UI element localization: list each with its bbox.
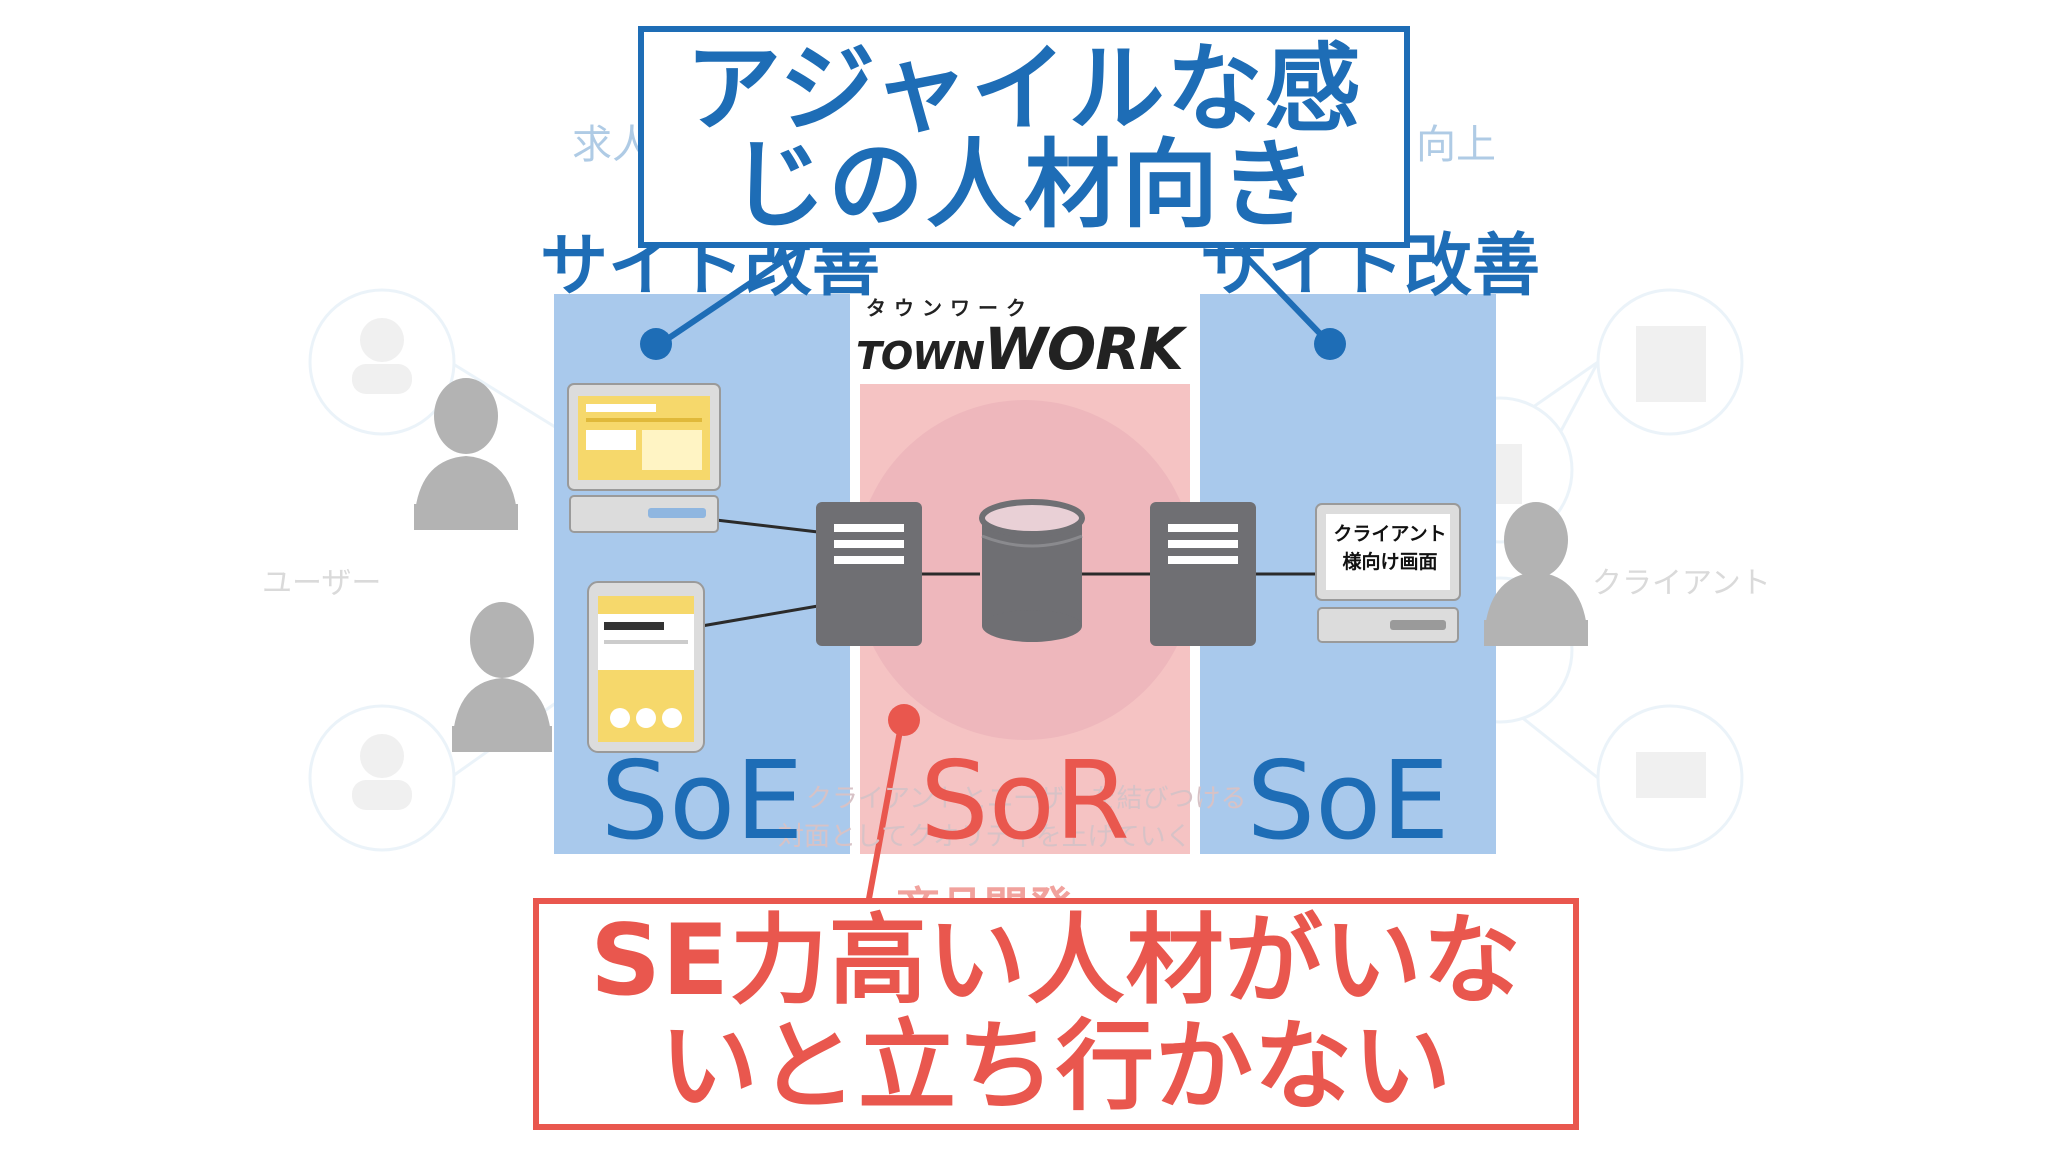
client-screen-line2: 様向け画面	[1342, 551, 1438, 573]
user-desktop-pc	[567, 383, 721, 533]
soe-right-label: SoE	[1246, 739, 1450, 864]
faded-client-label: クライアント	[1592, 566, 1771, 601]
server-right	[1150, 502, 1256, 646]
client-desktop-pc	[1315, 503, 1461, 643]
person-user-top	[414, 378, 518, 530]
bottom-caption-line2: いと立ち行かない	[659, 1010, 1452, 1124]
server-left	[816, 502, 922, 646]
top-caption-box: アジャイルな感 じの人材向き	[638, 26, 1410, 248]
header-right-fragment: 向上	[1416, 122, 1496, 168]
client-screen-line1: クライアント	[1333, 523, 1447, 545]
bottom-caption-line1: SE力高い人材がいな	[590, 904, 1522, 1018]
client-screen-label: クライアント 様向け画面	[1320, 520, 1460, 576]
soe-left-label: SoE	[600, 739, 804, 864]
logo-town: TOWN	[856, 334, 985, 378]
person-client	[1484, 502, 1588, 646]
caption-pointers	[640, 233, 1346, 905]
logo-work: WORK	[983, 315, 1184, 383]
faded-center-desc-2: 対面としてクオリティを上げていく	[778, 822, 1192, 852]
townwork-logo: タウンワーク TOWNWORK	[856, 292, 1196, 378]
user-smartphone	[587, 581, 705, 753]
faded-user-label: ユーザー	[262, 566, 382, 601]
database-cylinder	[979, 499, 1085, 642]
person-icons	[414, 378, 1588, 752]
faded-center-desc-1: クライアントとユーザーを結びつける	[806, 784, 1247, 814]
sor-label: SoR	[920, 739, 1130, 864]
top-caption-line1: アジャイルな感	[685, 33, 1363, 145]
connection-lines	[689, 518, 1316, 630]
logo-wordmark: TOWNWORK	[856, 320, 1196, 384]
person-user-bottom	[452, 602, 552, 752]
top-caption-line2: じの人材向き	[730, 129, 1318, 241]
logo-kana: タウンワーク	[866, 296, 1034, 320]
bottom-caption-box: SE力高い人材がいな いと立ち行かない	[533, 898, 1579, 1130]
